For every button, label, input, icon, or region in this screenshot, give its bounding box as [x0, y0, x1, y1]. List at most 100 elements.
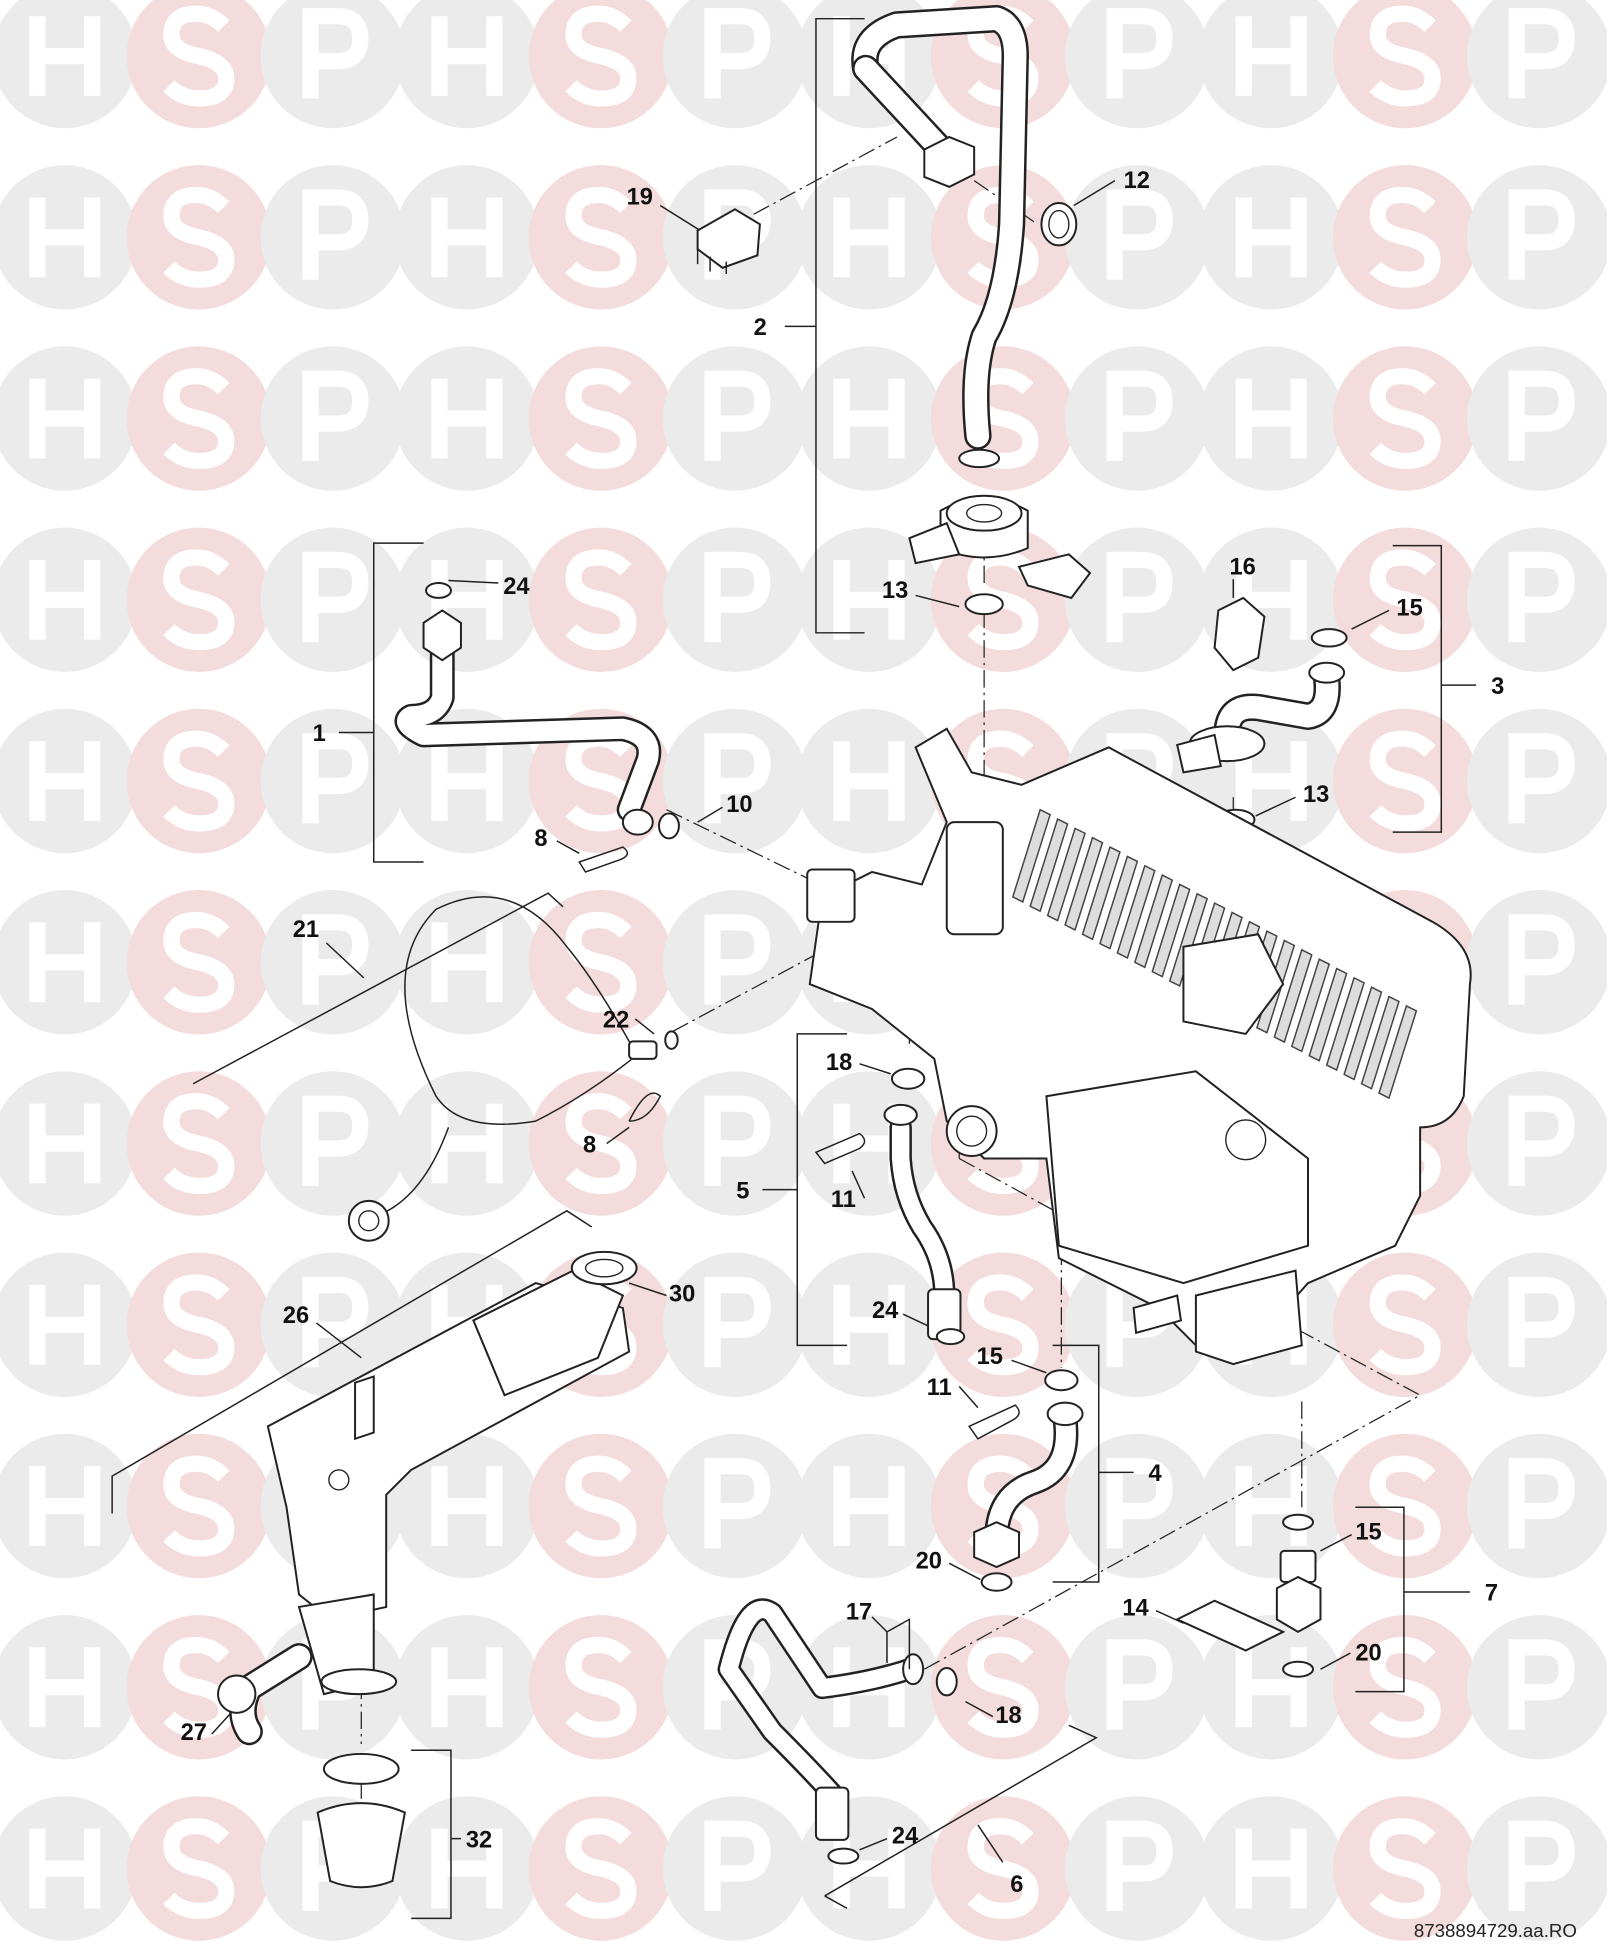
- fin: [1273, 948, 1313, 1044]
- watermark-glyph: [833, 741, 905, 821]
- fin: [1011, 808, 1052, 903]
- fin: [1046, 827, 1086, 922]
- watermark-glyph: [565, 1636, 637, 1738]
- watermark-p: [260, 708, 406, 854]
- watermark-h: [0, 527, 138, 673]
- watermark-p: [1466, 165, 1607, 310]
- watermark-s: [1332, 1796, 1478, 1941]
- part-11-pin: [968, 1404, 1020, 1440]
- watermark-p: [260, 346, 406, 491]
- watermark-glyph: [302, 189, 369, 280]
- watermark-p: [662, 1071, 808, 1216]
- watermark-glyph: [1369, 730, 1441, 832]
- part-3-pipe: [1176, 661, 1346, 774]
- watermark-glyph: [29, 1466, 101, 1546]
- watermark-s: [126, 1796, 272, 1941]
- watermark-glyph: [29, 16, 101, 96]
- watermark-glyph: [967, 1818, 1039, 1919]
- part-20-washer: [1282, 1660, 1314, 1678]
- watermark-glyph: [302, 914, 369, 1005]
- watermark-glyph: [967, 1274, 1039, 1376]
- watermark-glyph: [565, 5, 637, 107]
- bracket-5: [762, 1033, 848, 1347]
- callout-15c: 15: [1355, 1520, 1381, 1546]
- watermark-glyph: [704, 1095, 771, 1186]
- callout-12: 12: [1124, 168, 1150, 194]
- watermark-p: [662, 0, 808, 129]
- bracket-26: [111, 1209, 593, 1514]
- callout-30: 30: [669, 1282, 695, 1308]
- watermark-glyph: [163, 911, 235, 1013]
- part-24-washer: [827, 1847, 860, 1865]
- watermark-glyph: [704, 1276, 771, 1368]
- watermark-glyph: [565, 1093, 637, 1194]
- part-7-connector: [1275, 1549, 1322, 1634]
- callout-1: 1: [313, 721, 326, 747]
- watermark-s: [1332, 0, 1478, 129]
- watermark-s: [528, 165, 674, 310]
- watermark-h: [0, 0, 138, 129]
- watermark-p: [662, 708, 808, 854]
- part-26-condensate-trap: [266, 1269, 631, 1696]
- watermark-glyph: [1508, 1820, 1575, 1911]
- part-30-seal-hole: [584, 1258, 624, 1278]
- watermark-glyph: [1508, 189, 1575, 280]
- watermark-h: [0, 1433, 138, 1579]
- fin: [1151, 883, 1191, 978]
- watermark-h: [0, 1796, 138, 1941]
- fin: [1099, 855, 1139, 950]
- part-21-sensor-cable: [347, 896, 658, 1242]
- callout-7: 7: [1485, 1581, 1498, 1607]
- watermark-p: [662, 527, 808, 673]
- watermark-glyph: [29, 378, 101, 459]
- watermark-glyph: [431, 741, 503, 821]
- watermark-glyph: [833, 197, 905, 278]
- watermark-p: [662, 890, 808, 1035]
- watermark-p: [260, 890, 406, 1035]
- watermark-glyph: [565, 1455, 637, 1557]
- callout-15b: 15: [977, 1344, 1003, 1370]
- fin: [1116, 864, 1156, 959]
- watermark-s: [126, 346, 272, 491]
- part-18-washer: [890, 1067, 926, 1090]
- fin: [1029, 817, 1069, 913]
- callout-16: 16: [1230, 554, 1256, 580]
- watermark-glyph: [1235, 378, 1307, 459]
- watermark-p: [1466, 0, 1607, 129]
- callout-21: 21: [293, 917, 319, 943]
- watermark-h: [0, 1615, 138, 1760]
- watermark-glyph: [431, 16, 503, 96]
- callout-11b: 11: [927, 1375, 952, 1401]
- watermark-h: [394, 346, 540, 491]
- callout-8b: 8: [583, 1132, 596, 1158]
- watermark-p: [260, 0, 406, 129]
- watermark-glyph: [431, 1647, 503, 1728]
- watermark-h: [394, 165, 540, 310]
- watermark-p: [260, 1252, 406, 1398]
- watermark-glyph: [1508, 914, 1575, 1005]
- fin: [1343, 986, 1383, 1081]
- watermark-glyph: [565, 549, 637, 651]
- callout-10: 10: [726, 792, 752, 818]
- watermark-glyph: [1235, 16, 1307, 96]
- watermark-p: [1466, 527, 1607, 673]
- watermark-p: [1064, 1433, 1210, 1579]
- bracket-1: [338, 542, 424, 863]
- watermark-h: [1198, 1796, 1344, 1941]
- watermark-h: [0, 708, 138, 854]
- watermark-h: [796, 1252, 942, 1398]
- part-8-pin: [628, 1092, 662, 1122]
- watermark-glyph: [704, 1820, 771, 1911]
- watermark-glyph: [833, 378, 905, 459]
- watermark-glyph: [967, 368, 1039, 470]
- callout-11: 11: [831, 1187, 856, 1213]
- watermark-p: [1466, 890, 1607, 1035]
- part-19-sensor-clip: [696, 208, 761, 275]
- watermark-s: [930, 1796, 1076, 1941]
- watermark-s: [528, 1433, 674, 1579]
- watermark-glyph: [1369, 1274, 1441, 1376]
- watermark-glyph: [1508, 8, 1575, 99]
- watermark-s: [528, 0, 674, 129]
- watermark-p: [1064, 0, 1210, 129]
